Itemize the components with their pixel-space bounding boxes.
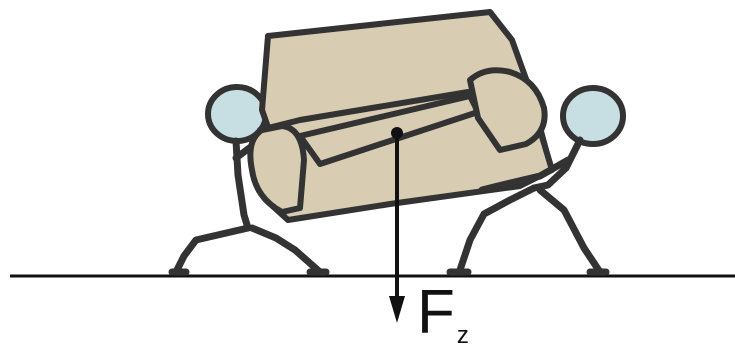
right-carrier-head <box>560 85 626 147</box>
right-carrier-torso <box>530 136 584 192</box>
sofa-left-arm <box>247 123 307 215</box>
force-label: Fz <box>417 282 469 348</box>
left-carrier <box>168 84 330 276</box>
left-carrier-front-leg <box>248 224 324 276</box>
right-carrier-arm <box>478 156 572 194</box>
sofa-right-arm <box>467 67 548 153</box>
right-carrier-back-leg <box>456 184 538 274</box>
force-subscript: z <box>456 322 469 349</box>
force-symbol: F <box>417 278 455 347</box>
right-carrier <box>446 85 626 276</box>
left-carrier-back-leg <box>172 224 252 276</box>
force-arrow <box>389 133 405 323</box>
sofa <box>247 9 555 223</box>
center-of-mass-dot <box>391 127 403 139</box>
right-carrier-front-leg <box>536 186 604 276</box>
force-arrow-head <box>389 296 405 323</box>
